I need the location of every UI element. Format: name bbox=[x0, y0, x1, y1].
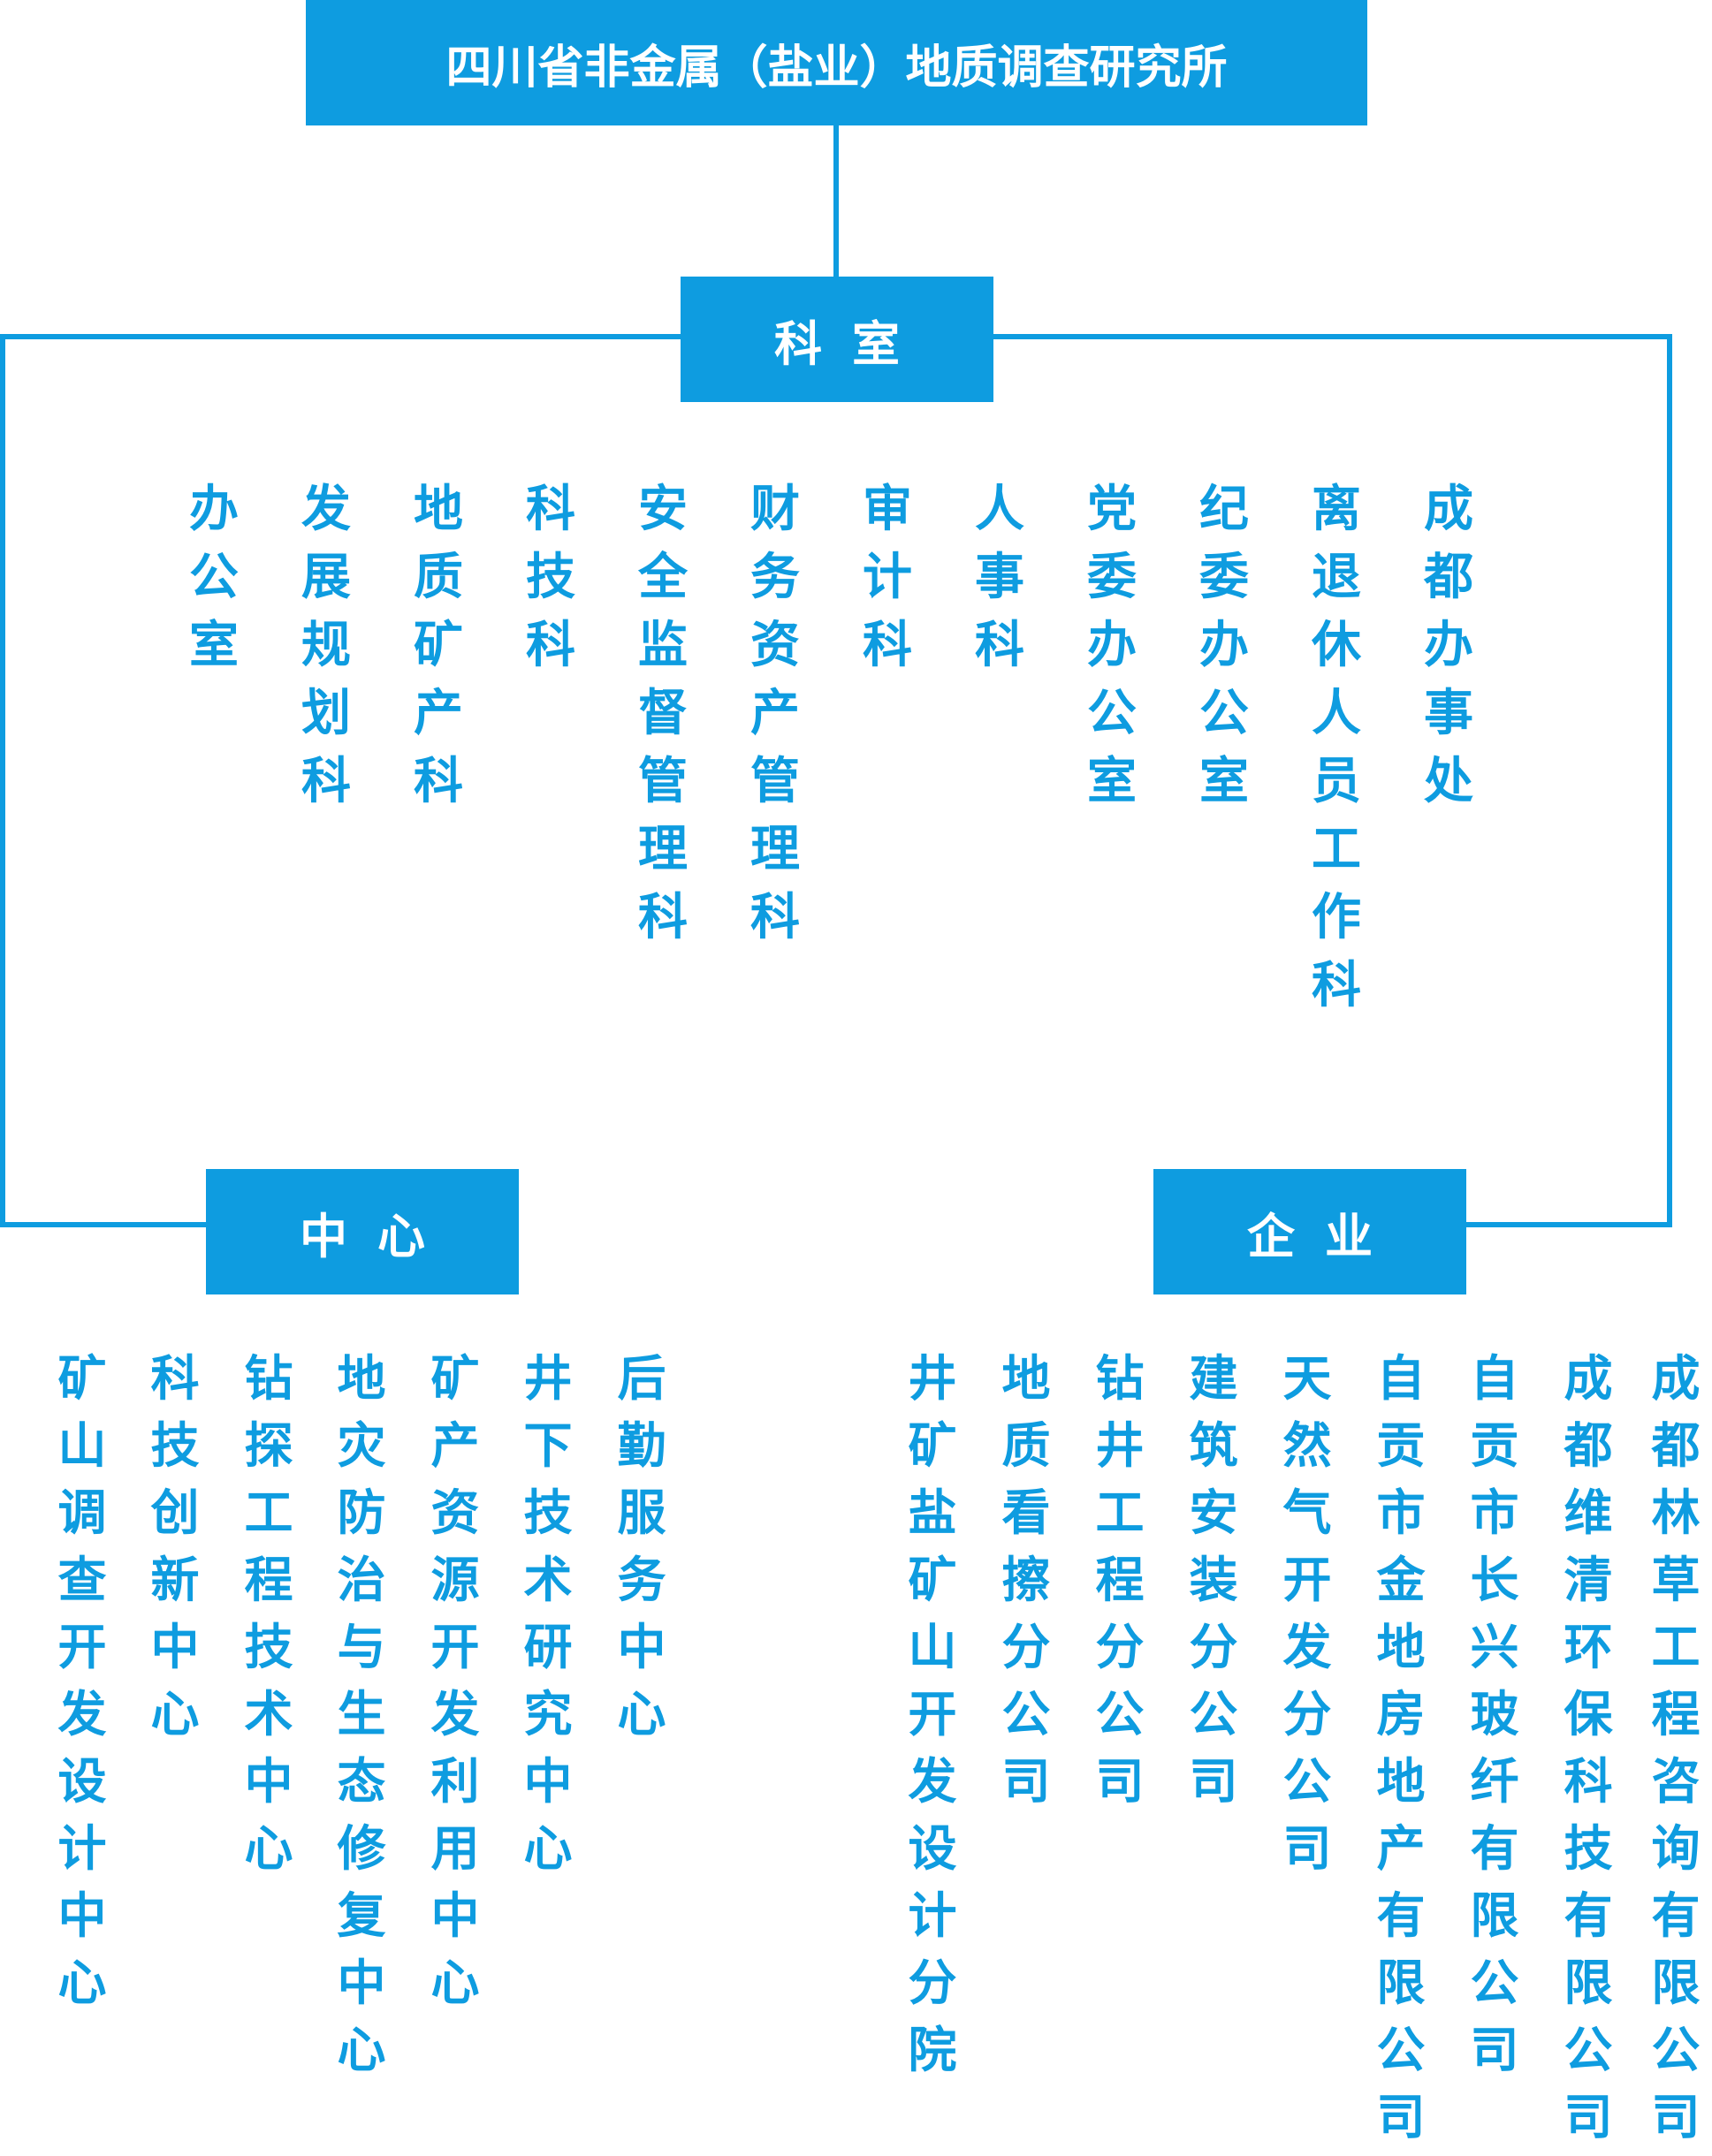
enterprise-item: 自贡市长兴玻纤有限公司 bbox=[1470, 1350, 1519, 2078]
center-item: 矿产资源开发利用中心 bbox=[430, 1350, 480, 2011]
enterprises-node: 企业 bbox=[1153, 1169, 1466, 1294]
connector-right-to-enterprises bbox=[1466, 1222, 1672, 1227]
enterprise-item: 建筑安装分公司 bbox=[1189, 1350, 1238, 1810]
office-item: 安全监督管理科 bbox=[638, 481, 688, 946]
centers-node-label: 中心 bbox=[300, 1208, 455, 1264]
office-item: 人事科 bbox=[975, 481, 1024, 674]
office-item: 发展规划科 bbox=[301, 481, 351, 810]
enterprise-item: 成都维清环保科技有限公司 bbox=[1564, 1350, 1613, 2145]
office-item: 成都办事处 bbox=[1424, 481, 1473, 810]
enterprise-item: 地质看擦分公司 bbox=[1001, 1350, 1051, 1810]
office-item: 党委办公室 bbox=[1087, 481, 1137, 810]
center-item: 井下技术研究中心 bbox=[523, 1350, 573, 1877]
connector-left-vertical bbox=[0, 334, 5, 1227]
connector-left-to-centers bbox=[0, 1222, 206, 1227]
office-item: 地质矿产科 bbox=[414, 481, 463, 810]
connector-root-to-offices bbox=[833, 125, 839, 277]
enterprise-item: 天然气开发分公司 bbox=[1282, 1350, 1332, 1877]
office-item: 办公室 bbox=[189, 481, 239, 674]
enterprise-item: 井矿盐矿山开发设计分院 bbox=[908, 1350, 957, 2078]
connector-left-horizontal bbox=[0, 334, 681, 339]
root-node: 四川省非金属（盐业）地质调查研究所 bbox=[306, 0, 1367, 125]
office-item: 纪委办公室 bbox=[1199, 481, 1249, 810]
offices-node-label: 科室 bbox=[774, 315, 930, 372]
center-item: 钻探工程技术中心 bbox=[244, 1350, 293, 1877]
center-item: 地灾防治与生态修复中心 bbox=[337, 1350, 386, 2078]
office-item: 审计科 bbox=[863, 481, 912, 674]
center-item: 科技创新中心 bbox=[150, 1350, 200, 1742]
enterprise-item: 成都林草工程咨询有限公司 bbox=[1651, 1350, 1701, 2145]
office-item: 科技科 bbox=[526, 481, 575, 674]
offices-node: 科室 bbox=[681, 277, 993, 402]
connector-right-horizontal bbox=[993, 334, 1672, 339]
connector-right-vertical bbox=[1667, 334, 1672, 1227]
center-item: 后勤服务中心 bbox=[617, 1350, 666, 1742]
center-item: 矿山调查开发设计中心 bbox=[57, 1350, 107, 2011]
enterprises-node-label: 企业 bbox=[1247, 1208, 1403, 1264]
enterprise-item: 钻井工程分公司 bbox=[1095, 1350, 1145, 1810]
enterprise-item: 自贡市金地房地产有限公司 bbox=[1376, 1350, 1426, 2145]
root-node-label: 四川省非金属（盐业）地质调查研究所 bbox=[445, 41, 1228, 95]
office-item: 财务资产管理科 bbox=[750, 481, 800, 946]
office-item: 离退休人员工作科 bbox=[1312, 481, 1361, 1014]
centers-node: 中心 bbox=[206, 1169, 519, 1294]
